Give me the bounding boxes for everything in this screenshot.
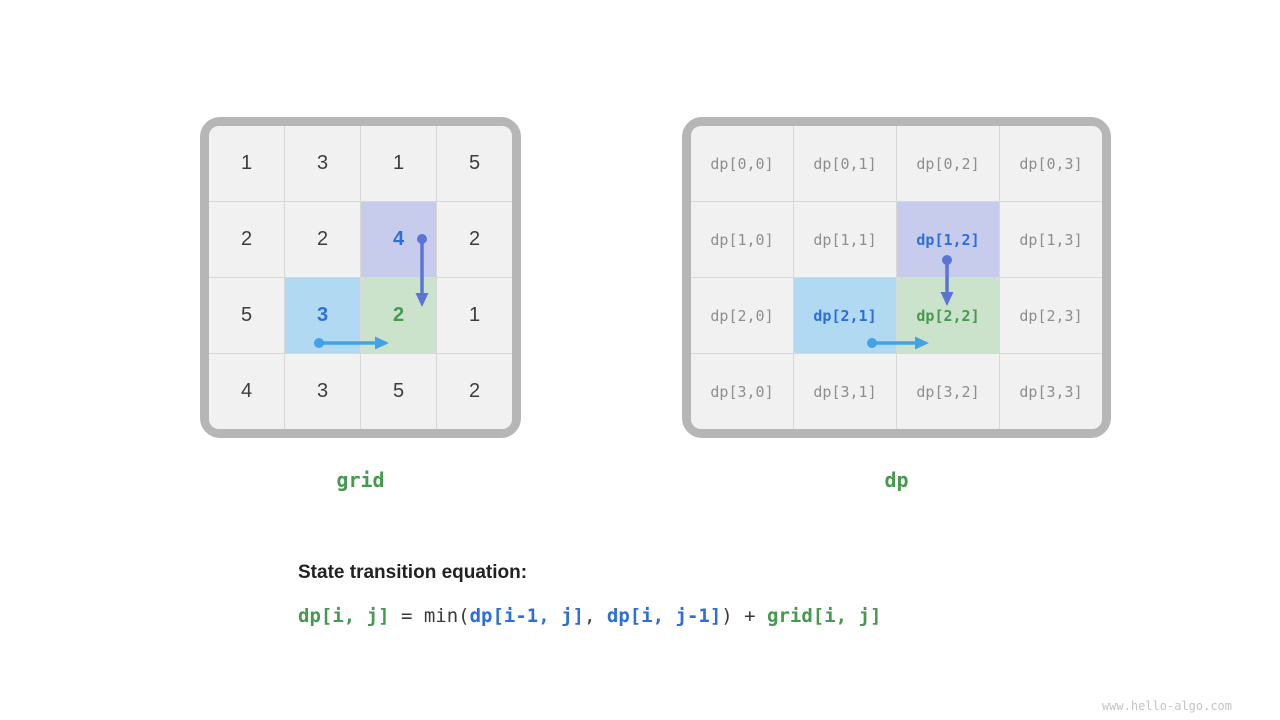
grid-cell-0-2: 1 <box>361 126 436 201</box>
grid-cell-1-2: 4 <box>361 202 436 277</box>
grid-cell-2-2: 2 <box>361 278 436 353</box>
equation-line: dp[i, j] = min(dp[i-1, j], dp[i, j-1]) +… <box>298 605 881 627</box>
dp-cell-1-2: dp[1,2] <box>897 202 999 277</box>
dp-panel: dp[0,0]dp[0,1]dp[0,2]dp[0,3]dp[1,0]dp[1,… <box>682 117 1111 492</box>
dp-cell-1-0: dp[1,0] <box>691 202 793 277</box>
equation-part: dp[i-1, j] <box>469 605 584 627</box>
equation-part: , <box>583 605 607 627</box>
dp-cell-3-3: dp[3,3] <box>1000 354 1102 429</box>
grid-cell-0-1: 3 <box>285 126 360 201</box>
dp-cell-2-2: dp[2,2] <box>897 278 999 353</box>
equation-part: = min( <box>389 605 470 627</box>
dp-cell-2-1: dp[2,1] <box>794 278 896 353</box>
dp-cells: dp[0,0]dp[0,1]dp[0,2]dp[0,3]dp[1,0]dp[1,… <box>691 126 1102 429</box>
grid-cell-0-3: 5 <box>437 126 512 201</box>
grid-cell-2-0: 5 <box>209 278 284 353</box>
dp-cell-3-0: dp[3,0] <box>691 354 793 429</box>
dp-cell-1-1: dp[1,1] <box>794 202 896 277</box>
equation-part: grid[i, j] <box>767 605 882 627</box>
grid-cell-1-3: 2 <box>437 202 512 277</box>
equation-part: dp[i, j] <box>298 605 390 627</box>
dp-cell-2-3: dp[2,3] <box>1000 278 1102 353</box>
grid-cell-3-0: 4 <box>209 354 284 429</box>
dp-cell-0-2: dp[0,2] <box>897 126 999 201</box>
grid-label: grid <box>336 468 385 492</box>
equation-part: dp[i, j-1] <box>606 605 722 627</box>
dp-cell-3-1: dp[3,1] <box>794 354 896 429</box>
grid-cell-1-1: 2 <box>285 202 360 277</box>
equation-part: ) + <box>721 605 768 627</box>
dp-cell-2-0: dp[2,0] <box>691 278 793 353</box>
watermark: www.hello-algo.com <box>1101 699 1232 713</box>
dp-cell-3-2: dp[3,2] <box>897 354 999 429</box>
grid-cell-2-1: 3 <box>285 278 360 353</box>
grid-cell-3-1: 3 <box>285 354 360 429</box>
equation-block: State transition equation: dp[i, j] = mi… <box>298 562 881 627</box>
grid-cell-1-0: 2 <box>209 202 284 277</box>
dp-cell-0-3: dp[0,3] <box>1000 126 1102 201</box>
grid-cell-3-3: 2 <box>437 354 512 429</box>
grid-cell-3-2: 5 <box>361 354 436 429</box>
dp-cell-0-1: dp[0,1] <box>794 126 896 201</box>
grid-cell-0-0: 1 <box>209 126 284 201</box>
dp-matrix: dp[0,0]dp[0,1]dp[0,2]dp[0,3]dp[1,0]dp[1,… <box>682 117 1111 438</box>
grid-cell-2-3: 1 <box>437 278 512 353</box>
equation-title: State transition equation: <box>298 562 528 583</box>
dp-cell-1-3: dp[1,3] <box>1000 202 1102 277</box>
dp-cell-0-0: dp[0,0] <box>691 126 793 201</box>
dp-label: dp <box>884 468 909 492</box>
